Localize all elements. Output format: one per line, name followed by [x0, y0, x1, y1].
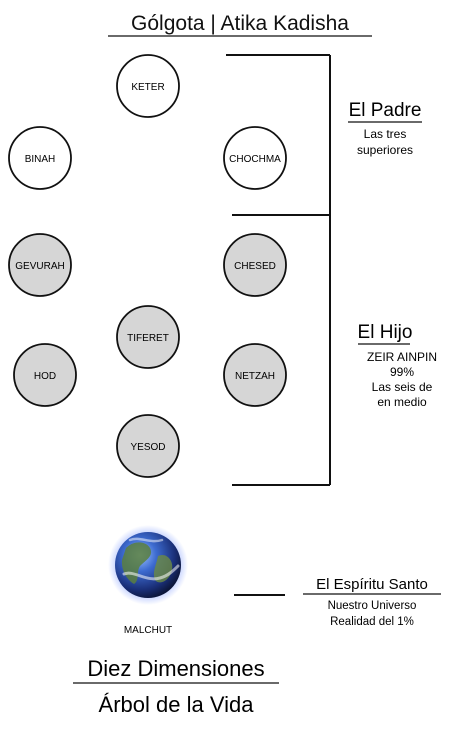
- hijo-line1: ZEIR AINPIN: [367, 350, 437, 364]
- bracket-el-padre: [226, 54, 331, 216]
- earth-clouds: [122, 564, 180, 581]
- node-tiferet-label: TIFERET: [127, 333, 169, 344]
- hijo-heading: El Hijo: [358, 322, 413, 343]
- node-yesod-label: YESOD: [130, 442, 165, 453]
- earth-clouds-2: [128, 537, 164, 543]
- page-title: Gólgota | Atika Kadisha: [131, 12, 349, 35]
- node-netzah-label: NETZAH: [235, 371, 275, 382]
- node-gevurah-label: GEVURAH: [15, 261, 64, 272]
- espiritu-line2: Realidad del 1%: [330, 616, 414, 628]
- padre-heading: El Padre: [349, 100, 422, 121]
- node-binah: BINAH: [8, 126, 72, 190]
- node-chochma-label: CHOCHMA: [229, 154, 281, 165]
- padre-line2: superiores: [357, 143, 413, 157]
- node-chesed: CHESED: [223, 233, 287, 297]
- padre-line1: Las tres: [364, 127, 407, 141]
- hijo-line4: en medio: [377, 395, 427, 409]
- espiritu-heading: El Espíritu Santo: [316, 576, 428, 593]
- node-tiferet: TIFERET: [116, 305, 180, 369]
- footer-line1: Diez Dimensiones: [87, 656, 264, 681]
- node-hod-label: HOD: [34, 371, 56, 382]
- footer-line2: Árbol de la Vida: [99, 692, 255, 717]
- node-netzah: NETZAH: [223, 343, 287, 407]
- node-malchut-label: MALCHUT: [124, 625, 172, 636]
- espiritu-line1: Nuestro Universo: [328, 600, 417, 612]
- node-keter: KETER: [116, 54, 180, 118]
- bracket-el-hijo: [232, 215, 331, 486]
- node-binah-label: BINAH: [25, 154, 56, 165]
- node-malchut-earth: [108, 525, 188, 605]
- hijo-line2: 99%: [390, 365, 414, 379]
- node-hod: HOD: [13, 343, 77, 407]
- node-chochma: CHOCHMA: [223, 126, 287, 190]
- hijo-line3: Las seis de: [372, 380, 433, 394]
- node-keter-label: KETER: [131, 82, 164, 93]
- node-chesed-label: CHESED: [234, 261, 276, 272]
- node-yesod: YESOD: [116, 414, 180, 478]
- node-gevurah: GEVURAH: [8, 233, 72, 297]
